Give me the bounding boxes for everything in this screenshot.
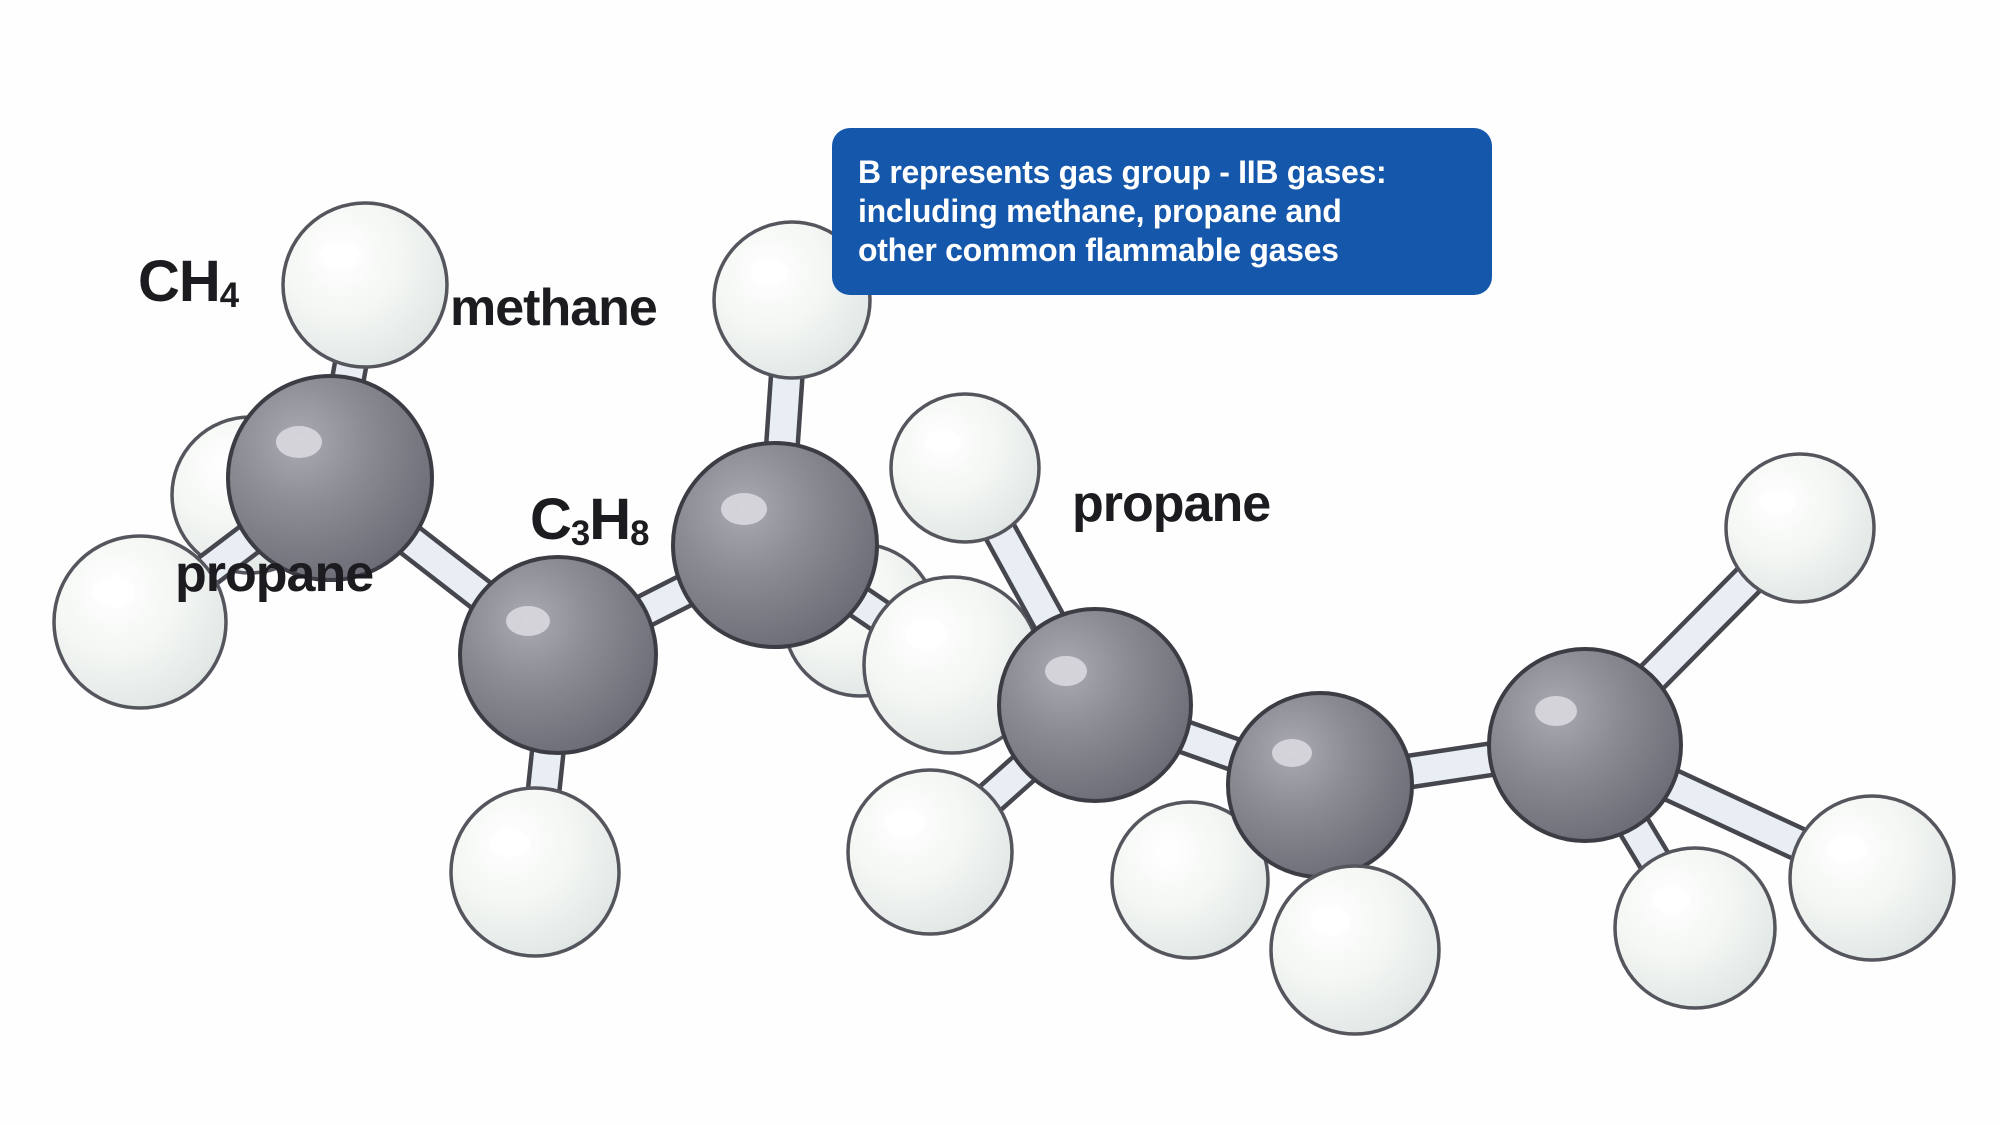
info-box-text-line: other common flammable gases	[858, 232, 1339, 269]
carbon-atom	[458, 555, 658, 755]
hydrogen-atom	[712, 220, 872, 380]
hydrogen-atom	[1269, 864, 1441, 1036]
info-box-text-line: including methane, propane and	[858, 193, 1342, 230]
carbon-atom	[997, 607, 1193, 803]
sphere-highlight	[1535, 696, 1577, 726]
label-methane-name: methane	[450, 279, 658, 337]
label-propane-name-left: propane	[175, 545, 374, 603]
hydrogen-atom	[1724, 452, 1876, 604]
info-box-text-line: B represents gas group - IIB gases:	[858, 154, 1387, 190]
sphere-highlight	[905, 619, 947, 649]
label-propane-formula: C3H8	[530, 486, 650, 554]
sphere-highlight	[1272, 739, 1312, 767]
sphere-highlight	[490, 829, 530, 857]
label-propane-name-right: propane	[1072, 475, 1271, 533]
hydrogen-atom	[1788, 794, 1956, 962]
carbon-atom	[1487, 647, 1683, 843]
formula-subscript: 3	[570, 514, 590, 554]
carbon-atom	[226, 374, 434, 582]
hydrogen-atom	[889, 392, 1041, 544]
sphere-highlight	[721, 493, 767, 525]
left-propane-model	[52, 201, 1042, 958]
carbon-atom	[1226, 691, 1414, 879]
formula-subscript: 8	[630, 514, 649, 554]
sphere-highlight	[1760, 490, 1796, 514]
formula-base: H	[589, 487, 631, 552]
sphere-highlight	[1652, 887, 1690, 913]
sphere-highlight	[320, 242, 360, 270]
formula-base: C	[530, 487, 572, 552]
right-propane-model	[846, 392, 1956, 1036]
sphere-highlight	[1827, 835, 1867, 863]
hydrogen-atom	[846, 768, 1014, 936]
sphere-highlight	[1310, 907, 1350, 935]
carbon-atom	[671, 441, 879, 649]
info-box: B represents gas group - IIB gases: incl…	[832, 128, 1492, 296]
hydrogen-atom	[1613, 846, 1777, 1010]
label-methane-formula: CH4	[138, 248, 239, 316]
hydrogen-atom	[1110, 800, 1270, 960]
sphere-highlight	[1045, 656, 1087, 686]
sphere-highlight	[885, 809, 925, 837]
hydrogen-atom	[281, 201, 449, 369]
sphere-highlight	[750, 260, 788, 286]
hydrogen-atom	[52, 534, 228, 710]
sphere-highlight	[93, 577, 135, 607]
hydrogen-atom	[449, 786, 621, 958]
sphere-highlight	[925, 430, 961, 454]
sphere-highlight	[276, 426, 322, 458]
sphere-highlight	[506, 606, 550, 636]
formula-base: CH	[138, 249, 221, 314]
formula-subscript: 4	[219, 276, 239, 316]
